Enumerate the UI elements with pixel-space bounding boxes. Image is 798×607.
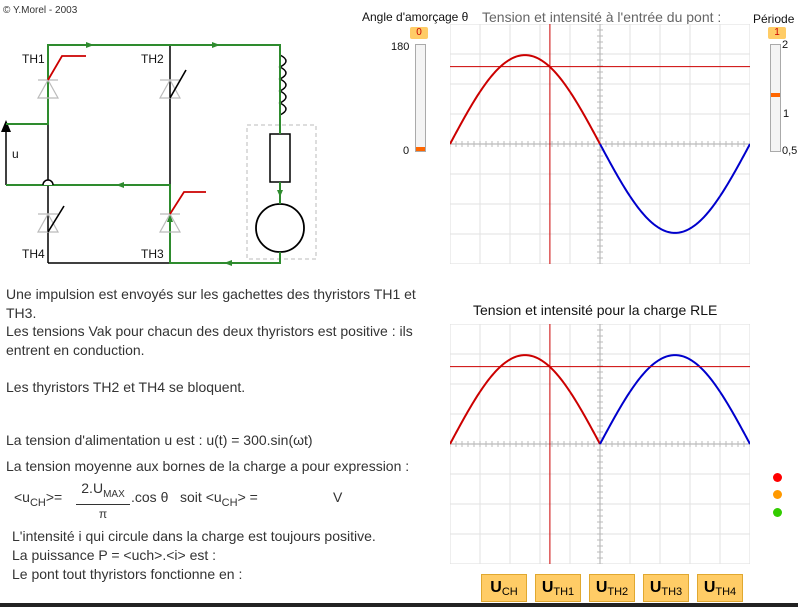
label-th3: TH3 <box>141 247 164 261</box>
period-min-label: 0,5 <box>782 145 798 157</box>
angle-slider[interactable] <box>415 44 426 152</box>
label-th1: TH1 <box>22 52 45 66</box>
chart-load <box>450 324 750 564</box>
period-max-label: 2 <box>782 39 789 51</box>
resistor-icon <box>269 133 291 183</box>
text-impulse: Une impulsion est envoyés sur les gachet… <box>6 286 416 321</box>
angle-slider-thumb[interactable] <box>416 147 425 151</box>
thyristor-th3-icon <box>158 191 206 233</box>
status-dot-red <box>773 473 782 482</box>
label-th4: TH4 <box>22 247 45 261</box>
thyristor-th1-icon <box>36 55 86 99</box>
btn-uch[interactable]: UCH <box>481 574 527 602</box>
load-box <box>246 124 317 260</box>
angle-min-label: 0 <box>403 145 410 157</box>
text-current: L'intensité i qui circule dans la charge… <box>12 528 376 544</box>
formula-lhs: <uCH>= <box>14 489 63 509</box>
thyristor-th4-icon <box>36 205 65 233</box>
circuit-diagram <box>1 42 317 266</box>
angle-label: Angle d'amorçage θ <box>362 10 469 24</box>
copyright: © Y.Morel - 2003 <box>3 5 78 16</box>
period-value-badge: 1 <box>768 27 786 39</box>
series-line-0 <box>450 54 601 145</box>
angle-value-badge: 0 <box>410 27 428 39</box>
period-slider[interactable] <box>770 44 781 152</box>
formula-fraction: 2.UMAX π <box>76 479 130 523</box>
label-u: u <box>12 147 19 161</box>
emf-source-icon <box>255 203 305 253</box>
series-line-0 <box>450 354 601 445</box>
period-slider-thumb[interactable] <box>771 92 780 97</box>
series-line-1 <box>599 143 750 234</box>
chart-input <box>450 24 750 264</box>
current-path-top <box>6 44 281 134</box>
chart-bottom-title: Tension et intensité pour la charge RLE <box>473 302 718 318</box>
text-blocked: Les thyristors TH2 et TH4 se bloquent. <box>6 379 246 395</box>
formula-rhs: .cos θ soit <uCH> = <box>131 489 258 509</box>
thyristor-th2-icon <box>158 69 187 99</box>
btn-uth1[interactable]: UTH1 <box>535 574 581 602</box>
text-supply: La tension d'alimentation u est : u(t) =… <box>6 432 313 448</box>
chart-top-title: Tension et intensité à l'entrée du pont … <box>482 9 722 25</box>
formula-unit: V <box>333 489 343 505</box>
angle-max-label: 180 <box>391 41 410 53</box>
text-mean-voltage: La tension moyenne aux bornes de la char… <box>6 458 410 474</box>
current-path-bottom <box>6 184 281 264</box>
text-mode: Le pont tout thyristors fonctionne en : <box>12 566 243 582</box>
btn-uth4[interactable]: UTH4 <box>697 574 743 602</box>
text-vak: Les tensions Vak pour chacun des deux th… <box>6 323 413 358</box>
series-line-1 <box>599 354 750 445</box>
period-label: Période <box>753 12 795 26</box>
inductor-icon <box>278 54 287 116</box>
status-dot-green <box>773 508 782 517</box>
bottom-bar <box>0 603 798 607</box>
btn-uth2[interactable]: UTH2 <box>589 574 635 602</box>
label-th2: TH2 <box>141 52 164 66</box>
text-power: La puissance P = <uch>.<i> est : <box>12 547 217 563</box>
btn-uth3[interactable]: UTH3 <box>643 574 689 602</box>
status-dot-orange <box>773 490 782 499</box>
period-mid-label: 1 <box>783 108 790 120</box>
source-arrow-icon <box>1 120 11 132</box>
